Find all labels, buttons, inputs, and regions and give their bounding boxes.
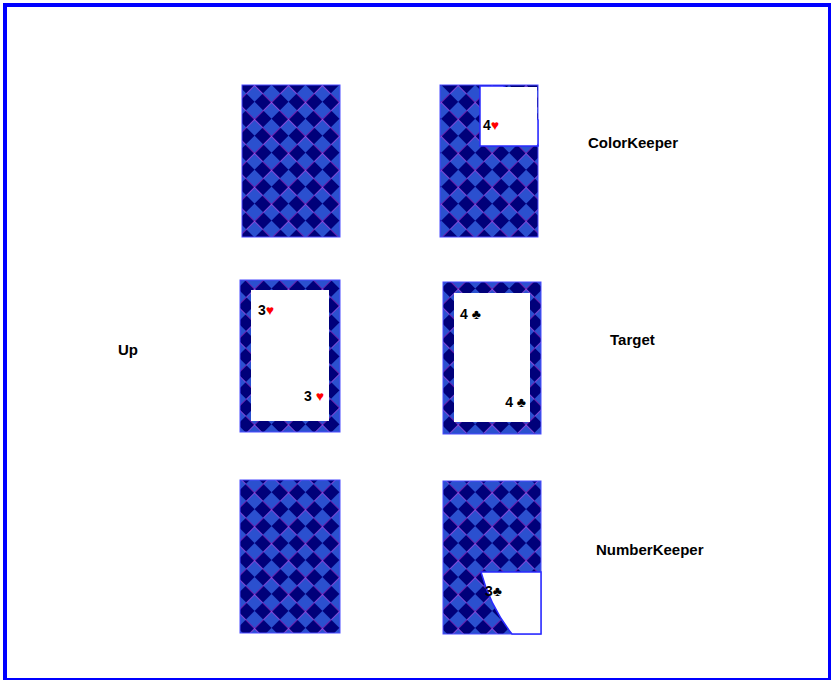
playing-card: 3♣ bbox=[482, 573, 540, 633]
pile-label: ColorKeeper bbox=[588, 134, 678, 152]
pile-label: Target bbox=[610, 331, 655, 349]
card-rank: 4 ♣ bbox=[460, 306, 481, 322]
pile-label: Up bbox=[118, 341, 138, 359]
pile-label: NumberKeeper bbox=[596, 541, 704, 559]
card-rank: 4♥ bbox=[483, 117, 499, 133]
card-rank: 3♣ bbox=[485, 583, 502, 599]
card-face bbox=[240, 280, 340, 432]
card-rank: 4 ♣ bbox=[505, 394, 526, 410]
card-back bbox=[242, 85, 340, 237]
card-rank: 3 ♥ bbox=[304, 388, 324, 404]
peeled-corner bbox=[481, 572, 541, 634]
card-back bbox=[443, 481, 541, 634]
card-rank: 3♥ bbox=[258, 302, 274, 318]
card-back bbox=[240, 480, 340, 633]
card-back bbox=[440, 85, 538, 237]
card-face bbox=[443, 282, 541, 434]
playing-card: 4 ♣ 4 ♣ bbox=[454, 293, 530, 422]
playing-card: 4♥ bbox=[481, 87, 537, 145]
playing-card: 3♥ 3 ♥ bbox=[251, 290, 329, 421]
peeled-corner bbox=[480, 86, 538, 146]
